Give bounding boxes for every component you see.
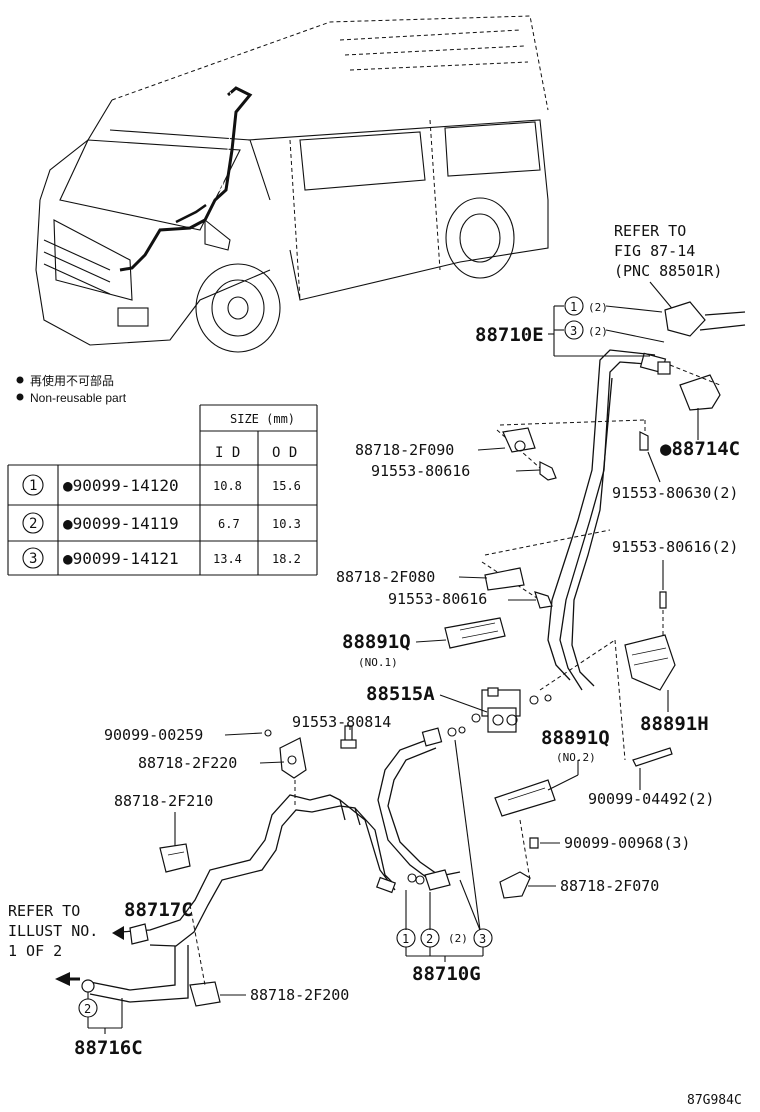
- table-od-header: O D: [272, 445, 297, 461]
- label-88718-2F200: 88718-2F200: [250, 986, 349, 1004]
- refer-top: REFER TO FIG 87-14 (PNC 88501R): [614, 222, 722, 319]
- label-88718-2F070: 88718-2F070: [560, 877, 659, 895]
- c1-qty: (2): [588, 301, 608, 314]
- figure-code: 87G984C: [687, 1093, 742, 1108]
- label-91553-80616-a: 91553-80616: [371, 462, 470, 480]
- label-88717C: 88717C: [124, 899, 193, 921]
- label-91553-80616-b: 91553-80616: [388, 590, 487, 608]
- arrow-left-icon: [55, 972, 70, 986]
- table-row-part: ●90099-14121: [63, 549, 179, 568]
- label-no1: (NO.1): [358, 656, 398, 669]
- table-row-od: 15.6: [272, 479, 301, 493]
- arrow-left-icon: [112, 926, 124, 940]
- table-row-part: ●90099-14119: [63, 514, 179, 533]
- label-91553-80814: 91553-80814: [292, 713, 391, 731]
- table-row-part: ●90099-14120: [63, 476, 179, 495]
- refer-left-line2: ILLUST NO.: [8, 922, 98, 940]
- label-88714C: ●88714C: [660, 438, 740, 460]
- table-row-id: 6.7: [218, 517, 240, 531]
- label-88716C: 88716C: [74, 1037, 143, 1059]
- legend: 再使用不可部品 Non-reusable part: [16, 373, 127, 405]
- label-88891H: 88891H: [640, 713, 709, 735]
- circle-num: 1: [402, 932, 409, 946]
- size-table: SIZE (mm) I D O D 1 ●90099-14120 10.8 15…: [7, 404, 318, 576]
- label-88718-2F080: 88718-2F080: [336, 568, 435, 586]
- refer-left-line3: 1 OF 2: [8, 942, 62, 960]
- upper-pipe-assembly: [444, 301, 746, 899]
- circle-num: 2: [426, 932, 433, 946]
- table-row-num: 1: [29, 478, 37, 494]
- label-88710G: 88710G: [412, 963, 481, 985]
- legend-jp: 再使用不可部品: [30, 373, 114, 388]
- refer-top-line2: FIG 87-14: [614, 242, 695, 260]
- table-id-header: I D: [215, 445, 240, 461]
- circle-num: 2: [84, 1002, 91, 1016]
- c3-qty: (2): [588, 325, 608, 338]
- g-c2-qty: (2): [448, 932, 468, 945]
- table-row-id: 10.8: [213, 479, 242, 493]
- label-no2: (NO.2): [556, 751, 596, 764]
- table-row-num: 2: [29, 516, 37, 532]
- label-90099-00968: 90099-00968(3): [564, 834, 690, 852]
- label-88718-2F220: 88718-2F220: [138, 754, 237, 772]
- label-91553-80630: 91553-80630(2): [612, 484, 738, 502]
- circle-num: 3: [570, 324, 577, 338]
- non-reusable-bullet-icon: [16, 393, 24, 401]
- table-row-od: 10.3: [272, 517, 301, 531]
- label-88515A: 88515A: [366, 683, 435, 705]
- refer-top-line3: (PNC 88501R): [614, 262, 722, 280]
- table-row-num: 3: [29, 551, 37, 567]
- non-reusable-bullet-icon: [16, 376, 24, 384]
- label-91553-80616-2: 91553-80616(2): [612, 538, 738, 556]
- label-88891Q-2: 88891Q: [541, 727, 610, 749]
- label-88718-2F090: 88718-2F090: [355, 441, 454, 459]
- refer-left-line1: REFER TO: [8, 902, 80, 920]
- label-90099-00259: 90099-00259: [104, 726, 203, 744]
- lower-pipe-assembly: [55, 725, 481, 1007]
- circle-num: 3: [479, 932, 486, 946]
- label-90099-04492: 90099-04492(2): [588, 790, 714, 808]
- circle-num: 1: [570, 300, 577, 314]
- part-labels: 88710E 1 (2) 3 (2) ●88714C 88718-2F090 9…: [8, 296, 742, 1108]
- van-illustration: [35, 15, 549, 353]
- table-row-id: 13.4: [213, 552, 242, 566]
- label-88718-2F210: 88718-2F210: [114, 792, 213, 810]
- label-88710E: 88710E: [475, 324, 544, 346]
- legend-en: Non-reusable part: [30, 391, 127, 405]
- table-row-od: 18.2: [272, 552, 301, 566]
- label-88891Q-1: 88891Q: [342, 631, 411, 653]
- table-size-header: SIZE (mm): [230, 412, 295, 426]
- refer-top-line1: REFER TO: [614, 222, 686, 240]
